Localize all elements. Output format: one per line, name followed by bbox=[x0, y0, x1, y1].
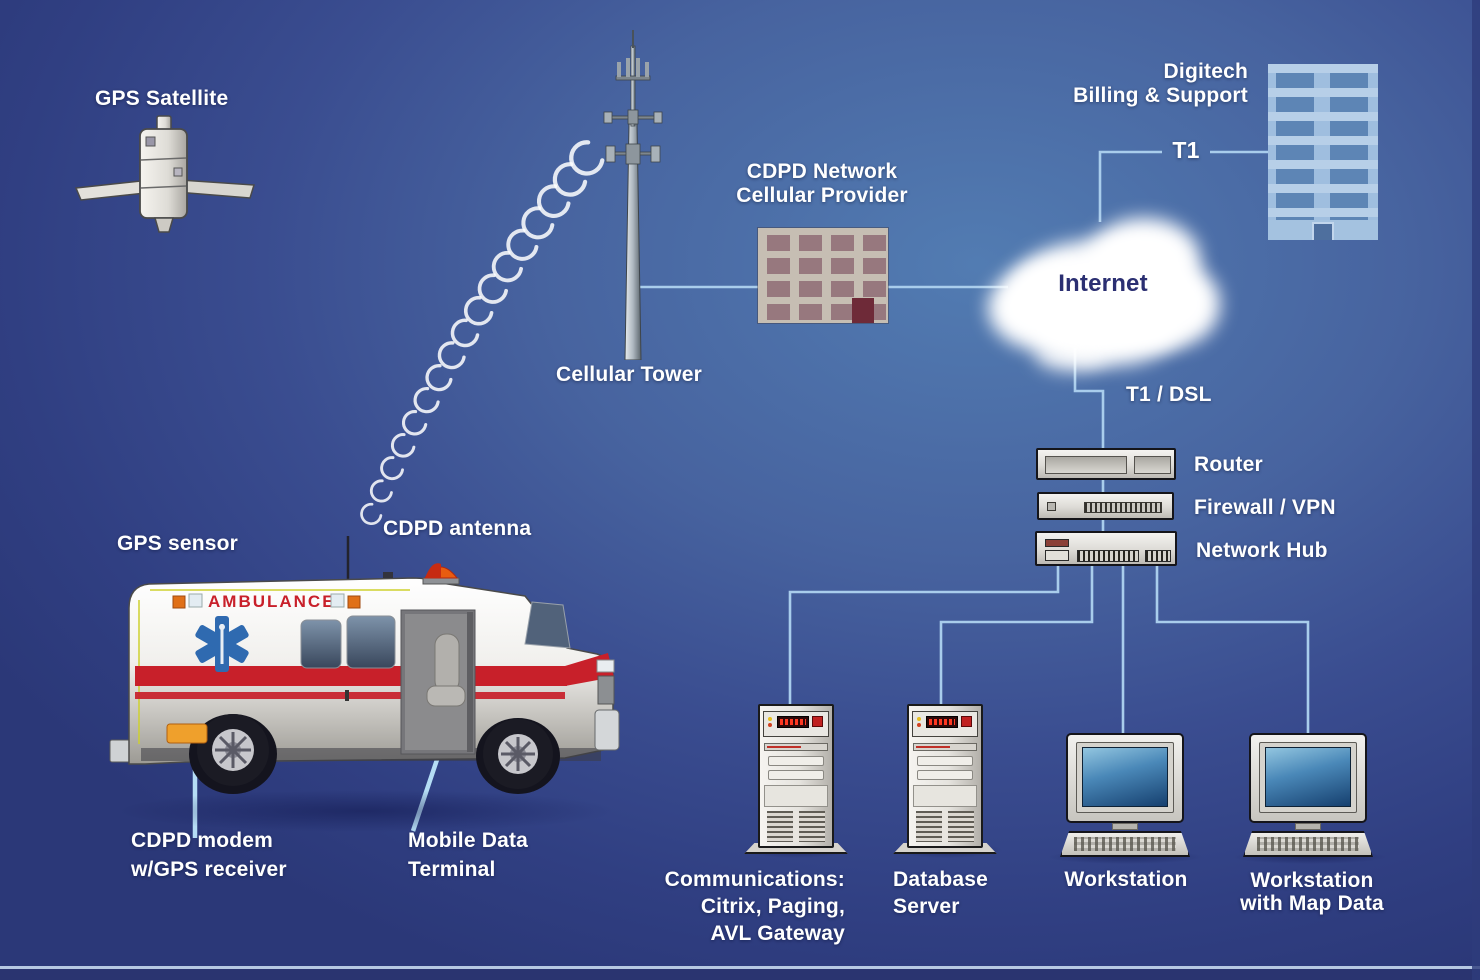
digitech-building bbox=[1268, 64, 1378, 240]
hub-port-group-1 bbox=[1077, 550, 1139, 562]
workstation-computer bbox=[1060, 733, 1190, 857]
cdpd-provider-building bbox=[758, 228, 888, 323]
hub-module-top bbox=[1045, 539, 1069, 547]
mobile-data-terminal-label: Mobile Data Terminal bbox=[408, 829, 529, 881]
workstation-monitor bbox=[1066, 733, 1184, 823]
router-panel-left bbox=[1045, 456, 1127, 474]
satellite-nozzle bbox=[154, 217, 174, 233]
server-power-button bbox=[812, 716, 823, 727]
database-server-label: Database Server bbox=[893, 868, 988, 918]
router-label: Router bbox=[1194, 453, 1263, 476]
hub-module-bottom bbox=[1045, 550, 1069, 561]
ambulance-stripe bbox=[135, 666, 567, 686]
connector-internet-to-t1 bbox=[1098, 150, 1162, 222]
connector-hub-to-database-server bbox=[939, 564, 1094, 707]
cellular-tower-label: Cellular Tower bbox=[556, 363, 702, 386]
workstation-map-computer bbox=[1243, 733, 1373, 857]
signal-arc bbox=[536, 184, 571, 218]
workstation-map-label: Workstation with Map Data bbox=[1240, 869, 1384, 915]
server-power-button bbox=[961, 716, 972, 727]
workstation-screen bbox=[1082, 747, 1168, 807]
signal-arc bbox=[425, 364, 453, 392]
ambulance-open-door bbox=[400, 609, 476, 755]
network-hub-label: Network Hub bbox=[1196, 539, 1328, 562]
workstation-label: Workstation bbox=[1064, 868, 1188, 891]
ambulance-door-window bbox=[346, 615, 396, 669]
cellular-tower-illustration bbox=[603, 30, 663, 360]
cdpd-antenna-label: CDPD antenna bbox=[383, 517, 532, 540]
digitech-building-door bbox=[1312, 222, 1334, 240]
t1-dsl-label: T1 / DSL bbox=[1126, 383, 1212, 406]
star-of-life bbox=[195, 616, 249, 672]
connector-hub-to-communications-server bbox=[788, 564, 1060, 707]
signal-arc bbox=[369, 479, 393, 503]
gps-sensor-dome bbox=[383, 572, 393, 578]
firewall-ports bbox=[1084, 502, 1162, 513]
t1-label: T1 bbox=[1172, 137, 1200, 163]
cdpd-network-label: CDPD Network Cellular Provider bbox=[736, 160, 908, 207]
signal-arc bbox=[390, 433, 416, 458]
cdpd-building-door bbox=[852, 298, 874, 323]
router-panel-right bbox=[1134, 456, 1171, 474]
workstation-keyboard bbox=[1243, 831, 1373, 857]
signal-arc bbox=[491, 250, 523, 283]
hub-port-group-2 bbox=[1145, 550, 1171, 562]
photo-bottom-edge bbox=[0, 969, 1480, 980]
internet-cloud bbox=[980, 202, 1230, 377]
signal-arc bbox=[506, 228, 539, 261]
photo-bottom-edge-highlight bbox=[0, 966, 1480, 969]
ambulance-side-window bbox=[300, 619, 342, 669]
signal-arc bbox=[437, 341, 466, 370]
connector-hub-to-workstation-map bbox=[1155, 564, 1310, 737]
router-device bbox=[1036, 448, 1176, 480]
gps-satellite-label: GPS Satellite bbox=[95, 87, 229, 110]
ambulance-seat-back bbox=[434, 633, 460, 693]
ambulance-grille bbox=[597, 675, 615, 705]
signal-arc bbox=[380, 456, 404, 481]
signal-arc bbox=[477, 273, 508, 304]
firewall-device bbox=[1037, 492, 1174, 520]
signal-arc bbox=[413, 386, 440, 414]
ambulance-front-wheel bbox=[483, 719, 553, 789]
signal-arc bbox=[401, 410, 428, 436]
gps-satellite-illustration bbox=[74, 115, 255, 233]
ambulance-front-marker-window bbox=[188, 593, 203, 608]
firewall-button bbox=[1047, 502, 1056, 511]
signal-arc bbox=[569, 140, 605, 176]
ambulance-marking-text: AMBULANCE bbox=[208, 592, 336, 611]
photo-right-edge bbox=[1472, 0, 1480, 980]
ambulance-rear-wheel bbox=[197, 714, 269, 786]
ambulance-illustration: AMBULANCE bbox=[109, 563, 620, 794]
tower-top-array bbox=[615, 75, 651, 81]
signal-arc bbox=[521, 206, 555, 240]
server-led-display bbox=[926, 716, 958, 728]
cdpd-modem-label: CDPD modem w/GPS receiver bbox=[131, 829, 287, 881]
ambulance-marker-light bbox=[172, 595, 186, 609]
signal-arc bbox=[450, 318, 480, 348]
ambulance-front-bumper bbox=[594, 709, 620, 751]
signal-arc bbox=[552, 162, 588, 197]
communications-server bbox=[744, 704, 848, 854]
workstation-keyboard bbox=[1060, 831, 1190, 857]
ambulance-rocker-marker bbox=[166, 723, 208, 744]
server-led-display bbox=[777, 716, 809, 728]
gps-sensor-label: GPS sensor bbox=[117, 532, 239, 555]
internet-label: Internet bbox=[1058, 270, 1148, 297]
signal-arc bbox=[360, 502, 383, 525]
firewall-vpn-label: Firewall / VPN bbox=[1194, 496, 1336, 519]
workstation-screen bbox=[1265, 747, 1351, 807]
ambulance-headlight bbox=[596, 659, 615, 673]
ambulance-seat-cushion bbox=[426, 685, 466, 707]
database-server-device bbox=[893, 704, 997, 854]
network-hub-device bbox=[1035, 531, 1177, 566]
communications-server-label: Communications: Citrix, Paging, AVL Gate… bbox=[664, 868, 845, 945]
workstation-monitor bbox=[1249, 733, 1367, 823]
ambulance-door-handle bbox=[345, 690, 349, 701]
signal-arc bbox=[464, 295, 494, 326]
cdpd-radio-signal bbox=[360, 140, 605, 525]
ambulance-windshield bbox=[524, 601, 571, 649]
digitech-label: Digitech Billing & Support bbox=[1073, 60, 1248, 107]
